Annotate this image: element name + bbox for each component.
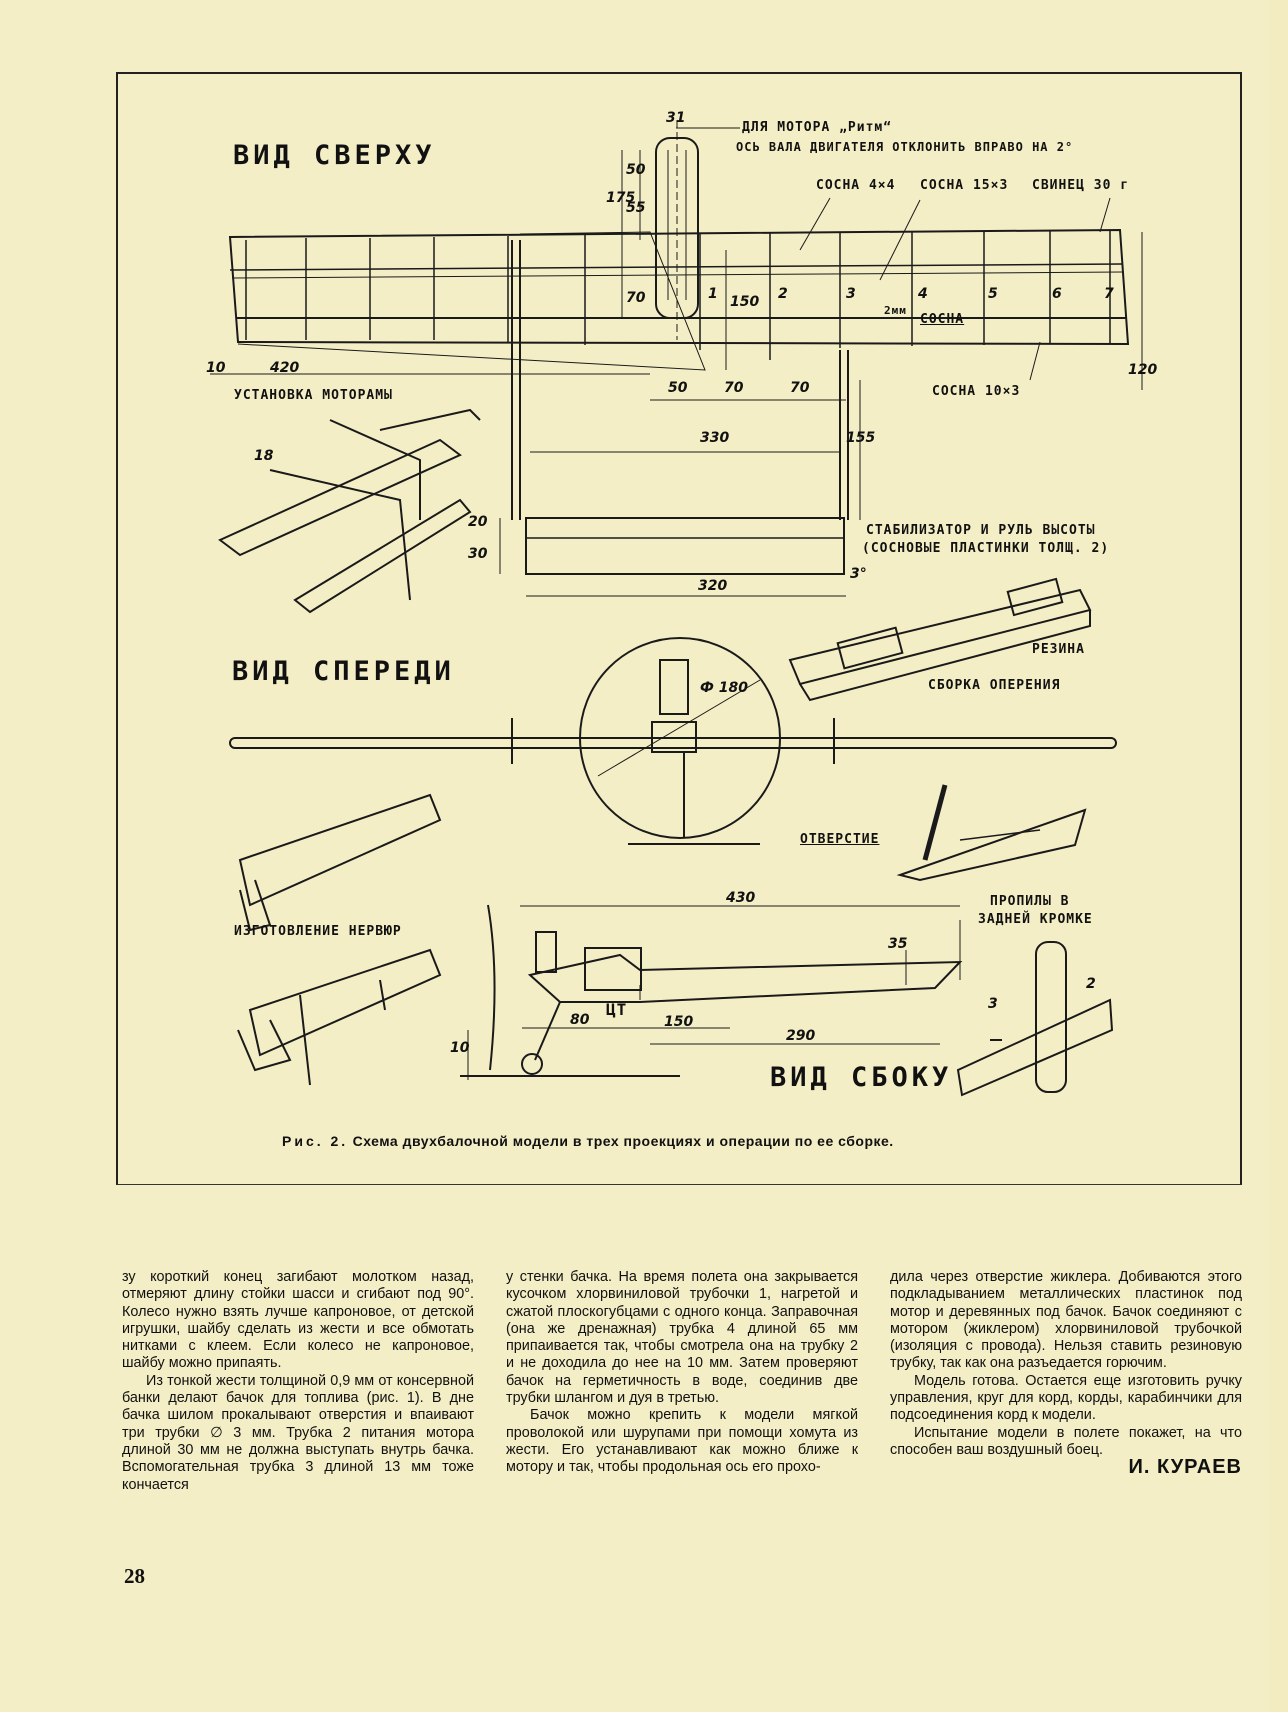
top-view-stabilizer (525, 517, 845, 575)
motor-mount-sketch (218, 408, 481, 614)
dim-420: 420 (270, 360, 300, 376)
dim-70b: 70 (724, 380, 744, 396)
paragraph: Испытание модели в полете покажет, на чт… (890, 1424, 1242, 1458)
cuts-label-line2: ЗАДНЕЙ КРОМКЕ (978, 912, 1093, 927)
figure-caption: Рис. 2. Схема двухбалочной модели в трех… (282, 1133, 894, 1149)
dim-180: Ф 180 (700, 680, 748, 696)
dim-10a: 10 (206, 360, 226, 376)
pine-15x3-label: СОСНА 15×3 (920, 178, 1009, 193)
rib-number-4: 4 (918, 286, 928, 302)
dim-18: 18 (254, 448, 274, 464)
dim-31: 31 (666, 110, 686, 126)
pine-2mm-label: СОСНА (920, 312, 965, 327)
rib-number-1: 1 (708, 286, 718, 302)
pine-10x3-label: СОСНА 10×3 (932, 384, 1021, 399)
top-view-ribs (245, 230, 1111, 360)
stab-label-line1: СТАБИЛИЗАТОР И РУЛЬ ВЫСОТЫ (866, 523, 1096, 538)
hole-label: ОТВЕРСТИЕ (800, 832, 880, 847)
text-column-2: у стенки бачка. На время полета она закр… (506, 1269, 858, 1477)
rib-number-3: 3 (846, 286, 856, 302)
dim-10b: 10 (450, 1040, 470, 1056)
rib-number-6: 6 (1052, 286, 1062, 302)
dim-430: 430 (726, 890, 756, 906)
paragraph: Из тонкой жести толщиной 0,9 мм от консе… (122, 1372, 474, 1493)
rib-number-7: 7 (1104, 286, 1114, 302)
dim-50a: 50 (626, 162, 646, 178)
motor-note-line1: ДЛЯ МОТОРА „Ритм“ (742, 120, 893, 135)
paragraph: у стенки бачка. На время полета она закр… (506, 1269, 858, 1407)
dim-70a: 70 (626, 290, 646, 306)
dim-120: 120 (1128, 362, 1158, 378)
view-top-label: ВИД СВЕРХУ (233, 140, 436, 171)
figure-caption-text: Схема двухбалочной модели в трех проекци… (352, 1133, 894, 1149)
dim-35: 35 (888, 936, 908, 952)
leader-lines (799, 197, 1111, 381)
paragraph: Модель готова. Остается еще изготовить р… (890, 1372, 1242, 1424)
top-view-motor (655, 120, 699, 340)
dim-290: 290 (786, 1028, 816, 1044)
dim-20: 20 (468, 514, 488, 530)
rubber-label: РЕЗИНА (1032, 642, 1085, 657)
paragraph: дила через отверстие жиклера. Добиваются… (890, 1269, 1242, 1372)
dim-50b: 50 (668, 380, 688, 396)
paragraph: Бачок можно крепить к модели мягкой пров… (506, 1407, 858, 1476)
dim-3deg: 3° (850, 566, 867, 582)
text-column-1: зу короткий конец загибают молотком наза… (122, 1269, 474, 1494)
dim-330: 330 (700, 430, 730, 446)
dim-70c: 70 (790, 380, 810, 396)
dim-80: 80 (570, 1012, 590, 1028)
dim-150b: 150 (664, 1014, 694, 1030)
cuts-label-line1: ПРОПИЛЫ В (990, 894, 1070, 909)
dim-30: 30 (468, 546, 488, 562)
rib-number-5: 5 (988, 286, 998, 302)
dim-320: 320 (698, 578, 728, 594)
top-view-booms (511, 240, 849, 520)
dim-150a: 150 (730, 294, 760, 310)
paragraph: зу короткий конец загибают молотком наза… (122, 1269, 474, 1372)
page-number: 28 (124, 1564, 145, 1588)
side-view (460, 904, 963, 1077)
rib-number-2: 2 (778, 286, 788, 302)
motor-mount-label: УСТАНОВКА МОТОРАМЫ (234, 388, 393, 403)
dim-175: 175 (606, 190, 636, 206)
text-column-3: дила через отверстие жиклера. Добиваются… (890, 1269, 1242, 1477)
motor-note-line2: ОСЬ ВАЛА ДВИГАТЕЛЯ ОТКЛОНИТЬ ВПРАВО НА 2… (736, 140, 1074, 154)
dim-3: 3 (988, 996, 998, 1012)
tail-assembly-label: СБОРКА ОПЕРЕНИЯ (928, 678, 1061, 693)
pine-4x4-label: СОСНА 4×4 (816, 178, 896, 193)
view-front-label: ВИД СПЕРЕДИ (232, 656, 455, 687)
figure-frame (116, 72, 1242, 1185)
ribs-making-label: ИЗГОТОВЛЕНИЕ НЕРВЮР (234, 924, 402, 939)
side-view-dimensions (467, 905, 961, 1080)
top-view-dimensions (210, 127, 1143, 597)
lead-label: СВИНЕЦ 30 г (1032, 178, 1130, 193)
view-side-label: ВИД СБОКУ (770, 1062, 953, 1093)
front-view (229, 637, 1117, 845)
cuts-sketch (956, 941, 1114, 1097)
dim-2mm: 2мм (884, 304, 907, 317)
ribs-sketch (237, 793, 442, 1086)
stab-label-line2: (СОСНОВЫЕ ПЛАСТИНКИ ТОЛЩ. 2) (862, 541, 1110, 556)
tail-assembly-sketch (788, 577, 1092, 702)
dim-155: 155 (846, 430, 876, 446)
dim-55: 55 (626, 200, 646, 216)
dim-2: 2 (1086, 976, 1096, 992)
hole-sketch (896, 784, 1087, 882)
ct-label: ЦТ (606, 1000, 628, 1019)
figure-caption-prefix: Рис. 2. (282, 1133, 349, 1149)
author-name: И. КУРАЕВ (1128, 1456, 1242, 1479)
